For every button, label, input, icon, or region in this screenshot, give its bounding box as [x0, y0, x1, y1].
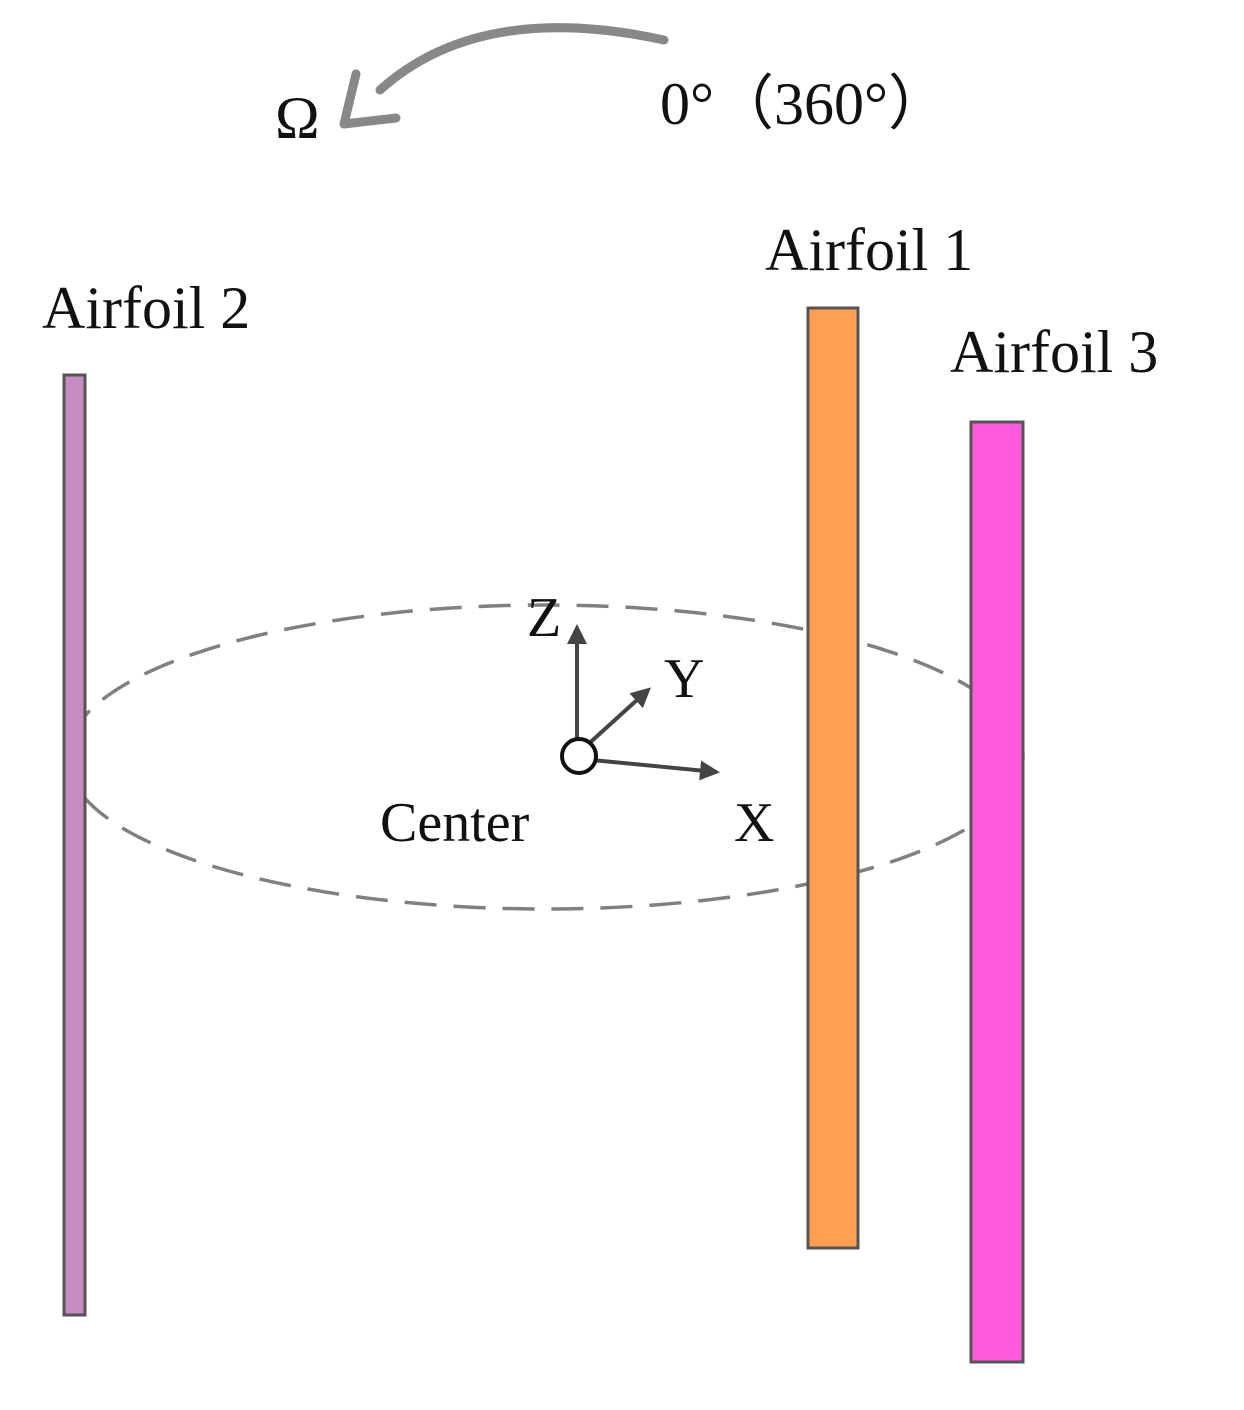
- y-axis-arrow: [582, 687, 651, 750]
- rotation-arrow-head-icon: [339, 69, 401, 129]
- z-axis-label: Z: [527, 587, 561, 649]
- airfoil-1-label: Airfoil 1: [765, 217, 973, 283]
- center-label: Center: [380, 792, 530, 854]
- airfoil-3-blade: [969, 420, 1025, 1364]
- x-axis-arrow: [591, 758, 720, 781]
- x-axis-label: X: [734, 792, 774, 854]
- y-axis-label: Y: [664, 648, 704, 710]
- rotation-arrow-icon: [375, 23, 669, 95]
- airfoil-3-label: Airfoil 3: [950, 319, 1158, 385]
- rotor-orbit-ellipse: [65, 603, 1025, 911]
- center-origin-icon: [560, 737, 598, 775]
- omega-label: Ω: [275, 85, 320, 151]
- airfoil-2-blade: [62, 373, 87, 1317]
- airfoil-1-blade: [806, 306, 860, 1250]
- angle-label: 0°（360°）: [660, 71, 948, 137]
- airfoil-2-label: Airfoil 2: [42, 275, 250, 341]
